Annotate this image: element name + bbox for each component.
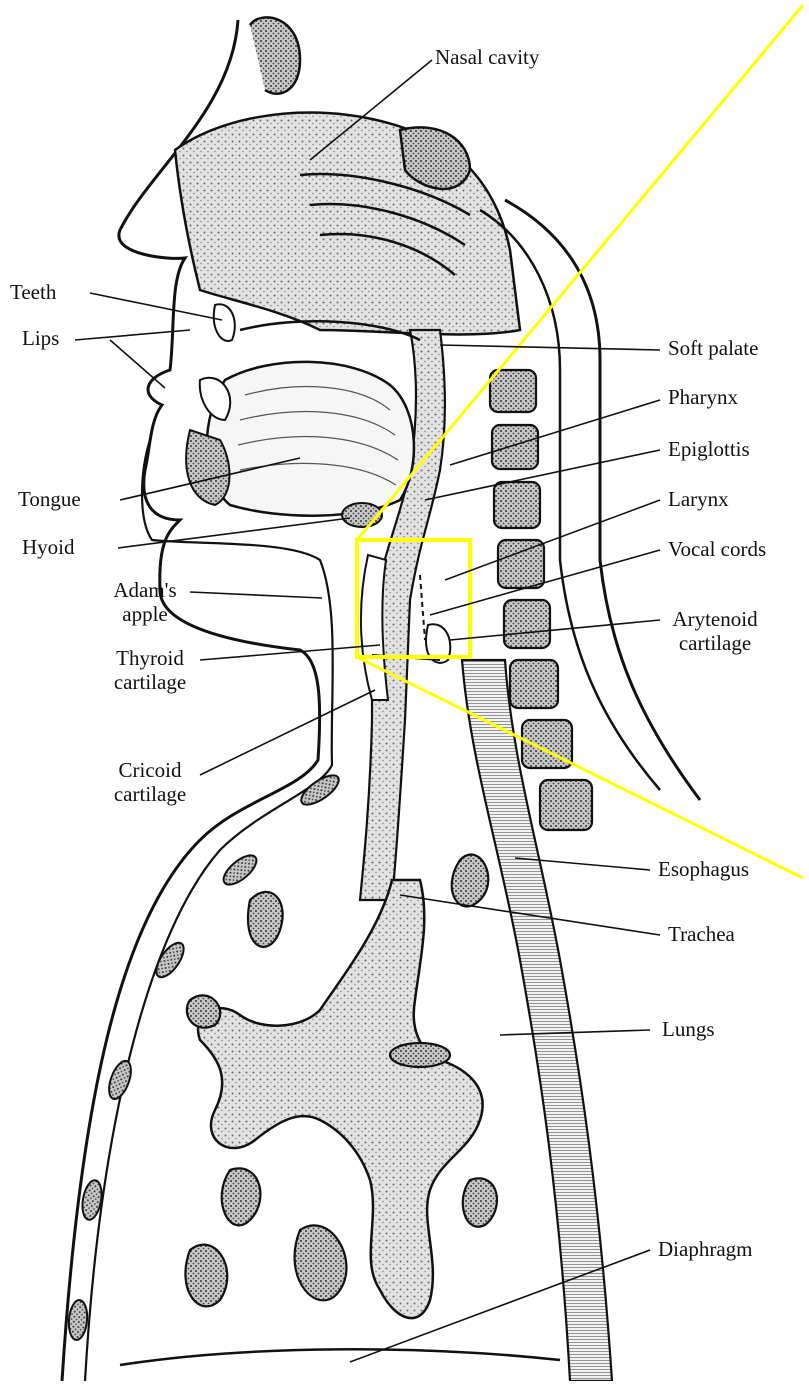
label-adams-apple: Adam's apple [100,578,190,626]
label-teeth: Teeth [10,280,56,304]
label-larynx: Larynx [668,487,729,511]
label-vocal-cords: Vocal cords [668,537,766,561]
label-pharynx: Pharynx [668,385,738,409]
label-tongue: Tongue [18,487,81,511]
tongue-shape [207,362,414,516]
diaphragm-curve [120,1349,560,1365]
label-lungs: Lungs [662,1017,715,1041]
label-diaphragm: Diaphragm [658,1237,752,1261]
label-trachea: Trachea [668,922,735,946]
label-lips: Lips [22,326,59,350]
label-hyoid: Hyoid [22,535,75,559]
label-soft-palate: Soft palate [668,336,758,360]
nasal-cavity-shape [175,113,520,335]
label-epiglottis: Epiglottis [668,437,750,461]
label-esophagus: Esophagus [658,857,749,881]
label-nasal-cavity: Nasal cavity [435,45,539,69]
label-thyroid-cartilage: Thyroid cartilage [95,646,205,694]
label-cricoid-cartilage: Cricoid cartilage [95,758,205,806]
label-arytenoid-cartilage: Arytenoid cartilage [660,607,770,655]
